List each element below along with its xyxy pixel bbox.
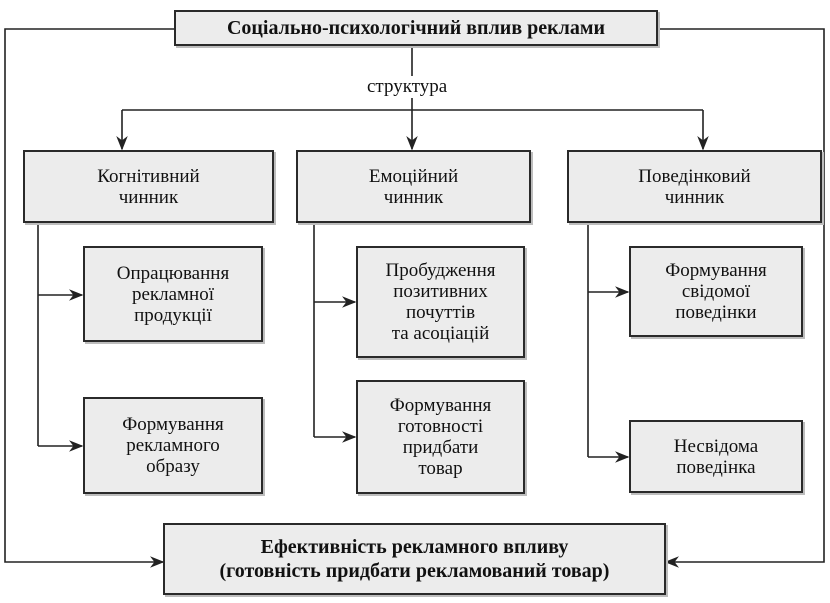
emotional-item-feelings: Пробудження позитивних почуттів та асоці… (356, 246, 525, 358)
cognitive-item-image: Формування рекламного образу (83, 397, 263, 494)
behavioral-item-unconscious: Несвідома поведінка (629, 420, 803, 493)
behavioral-factor-box: Поведінковий чинник (567, 150, 822, 223)
right-loop-arrow (658, 28, 825, 568)
structure-label: структура (363, 76, 452, 98)
left-loop-arrow (4, 28, 174, 568)
root-box: Соціально-психологічний вплив реклами (174, 10, 658, 46)
cognitive-factor-box: Когнітивний чинник (23, 150, 274, 223)
emotional-factor-box: Емоційний чинник (296, 150, 531, 223)
emotional-item-readiness: Формування готовності придбати товар (356, 380, 525, 494)
result-box: Ефективність рекламного впливу (готовніс… (163, 523, 666, 595)
cognitive-item-processing: Опрацювання рекламної продукції (83, 246, 263, 342)
behavioral-item-conscious: Формування свідомої поведінки (629, 246, 803, 337)
